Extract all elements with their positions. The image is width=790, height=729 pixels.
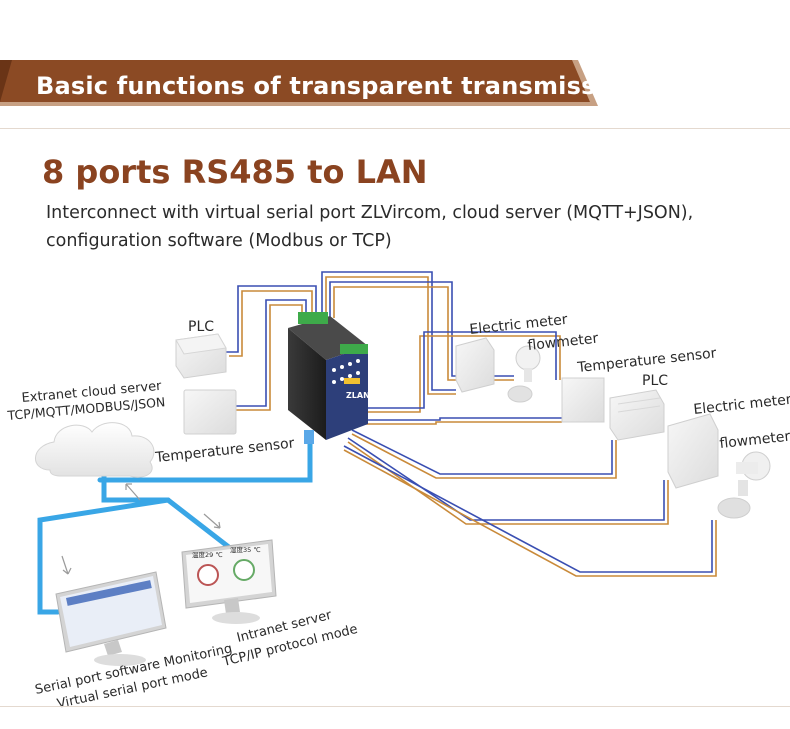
banner-title: Basic functions of transparent transmiss… (36, 72, 638, 100)
section-banner: Basic functions of transparent transmiss… (0, 60, 638, 112)
subtitle-line-2: configuration software (Modbus or TCP) (46, 231, 392, 251)
label-plc-left: PLC (188, 319, 214, 335)
label-temperature-left: Temperature sensor (154, 435, 296, 466)
plc-right-icon (609, 389, 665, 441)
label-electric-meter-1: Electric meter (469, 312, 569, 338)
divider (0, 128, 790, 129)
plc-left-icon (175, 333, 227, 379)
label-electric-meter-2: Electric meter (693, 392, 790, 418)
intranet-server-computer-icon: 温度29 ℃ 湿度35 ℃ (181, 539, 277, 624)
flowmeter-right-icon (507, 345, 541, 403)
rs485-to-lan-converter-icon: ZLAN (288, 312, 370, 444)
device-brand: ZLAN (346, 391, 370, 400)
electric-meter-right-icon (455, 337, 495, 393)
electric-meter-right-2-icon (667, 413, 719, 489)
cloud-server-icon (35, 422, 155, 478)
gauge-text-2: 湿度35 ℃ (230, 545, 261, 554)
label-flowmeter-1: flowmeter (527, 331, 599, 354)
label-flowmeter-2: flowmeter (719, 429, 790, 452)
rs485-wires (226, 271, 717, 577)
temperature-sensor-right-icon (561, 377, 605, 423)
gauge-text-1: 温度29 ℃ (192, 550, 223, 559)
flowmeter-right-2-icon (717, 451, 771, 519)
label-temperature-right: Temperature sensor (576, 345, 718, 376)
subtitle-line-1: Interconnect with virtual serial port ZL… (46, 203, 694, 223)
page-title: 8 ports RS485 to LAN (42, 153, 428, 191)
label-plc-right: PLC (642, 373, 668, 389)
temperature-sensor-left-icon (183, 389, 237, 435)
divider-bottom (0, 706, 790, 707)
serial-monitor-computer-icon (55, 571, 167, 666)
flow-arrows (61, 483, 221, 575)
